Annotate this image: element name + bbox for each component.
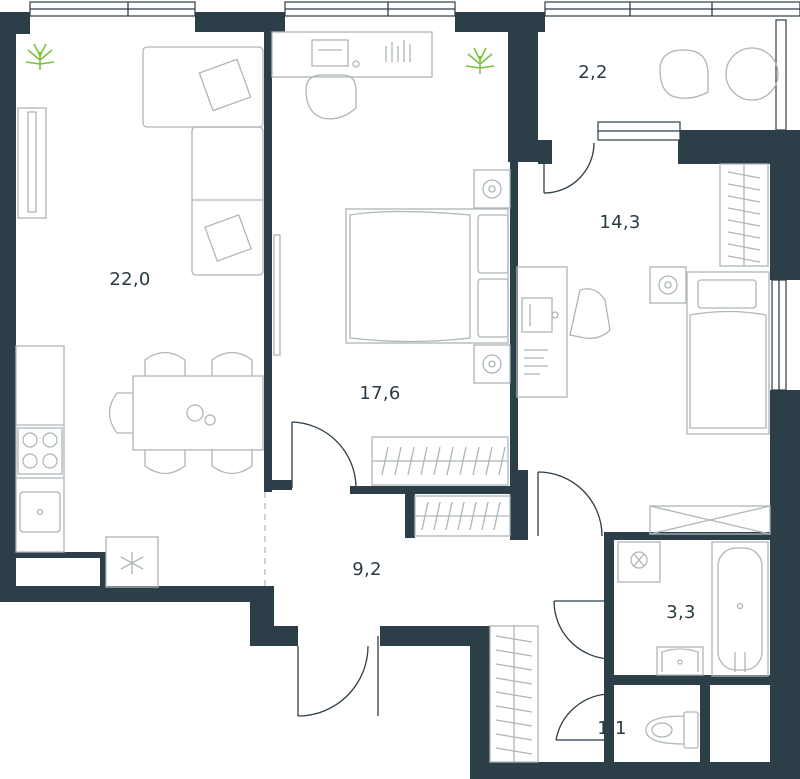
wardrobe (414, 495, 511, 537)
wall-closet-hall (405, 494, 415, 538)
wardrobe (719, 163, 769, 267)
sofa-icon (142, 46, 264, 276)
toilet-furniture (555, 693, 699, 749)
wall-bath-left (604, 536, 614, 776)
area-label-bedroom: 17,6 (359, 383, 400, 404)
windows (29, 1, 800, 391)
balcony-furniture (543, 47, 779, 194)
wall-hall-bottom (380, 626, 490, 646)
wall-wc-right (700, 675, 710, 775)
kids-room-furniture (516, 163, 771, 537)
hallway-furniture (297, 495, 539, 763)
desk-chair (305, 74, 357, 120)
mirror (273, 234, 281, 356)
wall-bedroom-kids (510, 150, 518, 495)
area-label-living-kitchen: 22,0 (109, 269, 150, 290)
desk (516, 266, 568, 398)
bed-icon (345, 169, 511, 384)
kitchen-counter (15, 345, 65, 553)
door-swing-icon (297, 636, 379, 717)
wall-hall-left-low (250, 626, 298, 646)
wall-bottom (470, 762, 800, 779)
walls (0, 12, 800, 779)
desk (271, 31, 433, 78)
fridge (105, 536, 159, 588)
area-label-toilet: 1,1 (597, 718, 627, 739)
area-label-bathroom: 3,3 (666, 602, 696, 623)
sink-icon (19, 491, 61, 533)
bathroom-furniture (553, 541, 769, 677)
wall-closet-left (470, 626, 490, 779)
table-icon (108, 351, 264, 475)
wall-bedroom-bottom (350, 486, 518, 494)
plant-icon (25, 43, 55, 70)
window-icon (775, 19, 787, 131)
wall-top-mid (195, 12, 285, 32)
balcony-table (725, 47, 779, 101)
wardrobe (371, 436, 509, 486)
wall-hall-kids (510, 470, 528, 540)
wall-bedroom-right-top (508, 12, 538, 162)
wall-living-niche (0, 552, 106, 558)
washer (617, 541, 661, 583)
plant-icon (465, 47, 495, 74)
wall-living-bedroom (264, 32, 272, 492)
door-swing-icon (291, 421, 357, 489)
bedroom-furniture (271, 31, 511, 489)
tv-icon (27, 111, 37, 213)
sink-icon (656, 646, 704, 676)
toilet-icon (645, 711, 699, 749)
tv-stand (17, 107, 47, 219)
bed-icon (686, 271, 770, 435)
wall-living-bump (100, 555, 106, 590)
wall-kids-bottom (604, 532, 800, 540)
stove-icon (17, 427, 63, 475)
nightstand (649, 266, 687, 304)
wall-balcony-bottom (678, 130, 800, 164)
wall-stub-hall (264, 480, 292, 490)
balcony-chair (659, 49, 709, 99)
bathtub-icon (711, 541, 769, 677)
living-kitchen-furniture (15, 43, 266, 588)
area-label-balcony: 2,2 (578, 62, 608, 83)
door-swing-icon (555, 693, 613, 741)
door-swing-icon (543, 142, 595, 194)
door-swing-icon (537, 471, 603, 537)
cabinet (649, 505, 771, 535)
desk-chair (569, 288, 611, 339)
wardrobe (489, 625, 539, 763)
wall-living-bottom (0, 586, 265, 602)
wall-left (0, 12, 16, 602)
area-label-hallway: 9,2 (352, 559, 382, 580)
door-swing-icon (553, 600, 613, 660)
area-label-kids-room: 14,3 (599, 212, 640, 233)
wall-top-corner (0, 12, 30, 34)
wall-balcony-left (538, 140, 552, 164)
wall-right (770, 390, 800, 779)
